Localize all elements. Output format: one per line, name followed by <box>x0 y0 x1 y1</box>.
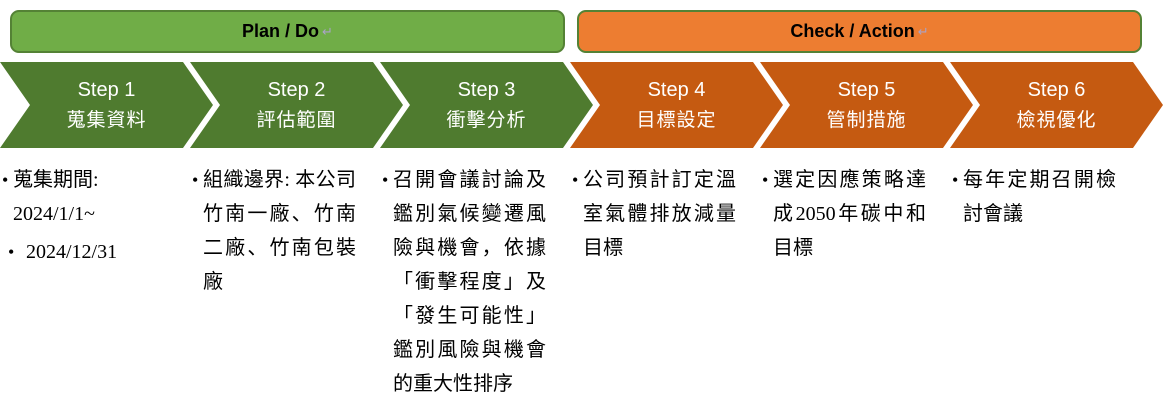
step-2-details: 組織邊界: 本公司竹南一廠、竹南二廠、竹南包裝廠 <box>192 163 356 299</box>
step-3-chevron: Step 3 衝擊分析 <box>380 62 593 148</box>
step-6-details: 每年定期召開檢討會議 <box>952 163 1116 231</box>
bullet-item: 召開會議討論及鑑別氣候變遷風險與機會，依據「衝擊程度」及「發生可能性」鑑別風險與… <box>382 163 546 401</box>
paragraph-mark: ↵ <box>322 23 333 39</box>
step-5-chevron: Step 5 管制措施 <box>760 62 973 148</box>
step-1-details: 蒐集期間: 2024/1/1~ 2024/12/31 <box>2 163 174 269</box>
step-4-details: 公司預計訂定溫室氣體排放減量目標 <box>572 163 736 265</box>
bullet-item: 每年定期召開檢討會議 <box>952 163 1116 231</box>
step-2-chevron: Step 2 評估範圍 <box>190 62 403 148</box>
bullet-item: 組織邊界: 本公司竹南一廠、竹南二廠、竹南包裝廠 <box>192 163 356 299</box>
bullet-item: 公司預計訂定溫室氣體排放減量目標 <box>572 163 736 265</box>
step-6-number: Step 6 <box>1027 78 1086 101</box>
step-5-number: Step 5 <box>837 78 896 101</box>
bullet-item: 2024/12/31 <box>2 235 174 269</box>
step-5-details: 選定因應策略達成2050年碳中和目標 <box>762 163 926 265</box>
step-2-number: Step 2 <box>267 78 326 101</box>
step-2-title: 評估範圍 <box>256 109 337 131</box>
step-1-chevron: Step 1 蒐集資料 <box>0 62 213 148</box>
step-4-chevron: Step 4 目標設定 <box>570 62 783 148</box>
step-1-number: Step 1 <box>77 78 136 101</box>
step-6-chevron: Step 6 檢視優化 <box>950 62 1163 148</box>
plan-do-banner: Plan / Do↵ <box>10 10 565 53</box>
check-action-label: Check / Action <box>790 21 915 41</box>
check-action-banner: Check / Action↵ <box>577 10 1142 53</box>
bullet-item: 蒐集期間: 2024/1/1~ <box>2 163 174 231</box>
bullet-item: 選定因應策略達成2050年碳中和目標 <box>762 163 926 265</box>
step-4-title: 目標設定 <box>636 109 717 131</box>
paragraph-mark: ↵ <box>917 23 929 39</box>
step-4-number: Step 4 <box>647 78 706 101</box>
step-6-title: 檢視優化 <box>1016 109 1097 131</box>
step-3-number: Step 3 <box>457 78 516 101</box>
plan-do-label: Plan / Do <box>242 21 320 41</box>
step-5-title: 管制措施 <box>826 109 907 131</box>
step-3-details: 召開會議討論及鑑別氣候變遷風險與機會，依據「衝擊程度」及「發生可能性」鑑別風險與… <box>382 163 546 401</box>
step-1-title: 蒐集資料 <box>66 109 147 131</box>
step-3-title: 衝擊分析 <box>446 109 527 131</box>
